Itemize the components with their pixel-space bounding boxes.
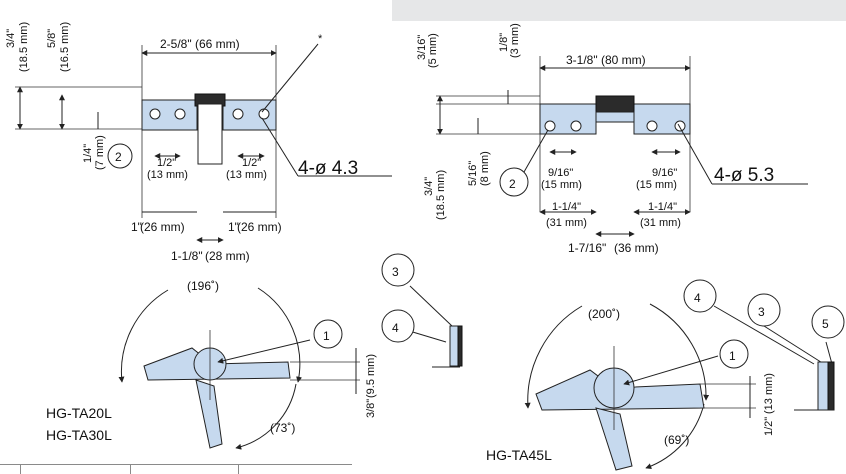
table-divider — [238, 464, 239, 474]
dim-height: 1/2" — [763, 417, 775, 436]
mount-hole — [258, 108, 270, 120]
dim-b: 1/8" — [498, 33, 510, 52]
dim-low-mm: (8 mm) — [479, 151, 491, 186]
hole-spec: 4-ø 5.3 — [714, 165, 774, 186]
dim-total-height-mm: (18.5 mm) — [18, 22, 30, 72]
dim-edge-right-mm: (31 mm) — [640, 217, 681, 229]
callout-1 — [719, 339, 749, 369]
dim-edge-left-mm: (31 mm) — [546, 217, 587, 229]
side-callout-3-label: 3 — [392, 265, 399, 279]
detail-edge — [457, 325, 463, 367]
model-label-a: HG-TA20L — [46, 405, 112, 421]
callout-2 — [499, 167, 529, 197]
mount-hole — [544, 120, 556, 132]
dim-low: 1/4" — [82, 144, 94, 163]
mount-hole — [674, 120, 686, 132]
side-callout-3 — [747, 293, 781, 327]
right-top-view — [436, 56, 808, 237]
mount-hole — [149, 108, 161, 120]
callout-2-label: 2 — [115, 150, 122, 164]
leaf-down — [595, 407, 633, 471]
detail-edge — [827, 361, 835, 411]
dim-edge-left: 1-1/4" — [552, 201, 581, 213]
dim-total-height-mm: (18.5 mm) — [435, 170, 447, 220]
mount-hole — [232, 108, 244, 120]
dim-edge-left: 1" — [131, 220, 142, 234]
hinge-knuckle — [595, 95, 635, 115]
dim-a: 3/16" — [416, 35, 428, 60]
side-callout-3-label: 3 — [758, 305, 765, 319]
angle-down: (73˚) — [270, 421, 295, 435]
left-side-view — [118, 287, 360, 450]
hinge-pin-housing — [595, 111, 635, 123]
dim-height: 3/8" — [365, 399, 377, 418]
dim-hole-spacing-left-mm: (13 mm) — [147, 169, 188, 181]
callout-1 — [313, 319, 343, 349]
right-side-view — [524, 303, 756, 471]
star-note: * — [318, 33, 323, 45]
header-bar — [392, 0, 846, 21]
dim-hole-spacing-right: 1/2" — [242, 157, 261, 169]
hole-spec: 4-ø 4.3 — [298, 158, 358, 179]
callout-2 — [107, 143, 133, 169]
dim-overall-width: 2-5/8" (66 mm) — [160, 37, 240, 51]
hinge-pin-housing — [197, 103, 223, 165]
dim-edge-right-mm: (26 mm) — [237, 220, 282, 234]
dim-edge-right: 1" — [228, 220, 239, 234]
side-callout-5 — [811, 305, 845, 339]
angle-open: (196˚) — [187, 279, 219, 293]
dim-center-gap-mm: (36 mm) — [614, 241, 659, 255]
dim-hole-spacing-right: 9/16" — [652, 167, 677, 179]
dim-center-gap: 1-7/16" — [568, 241, 606, 255]
dim-edge-left-mm: (26 mm) — [140, 220, 185, 234]
table-top-rule — [0, 464, 352, 465]
side-callout-3 — [381, 253, 415, 287]
model-label-b: HG-TA30L — [46, 427, 112, 443]
left-detail-view — [405, 285, 463, 368]
angle-down: (69˚) — [664, 433, 689, 447]
side-callout-4-label: 4 — [694, 291, 701, 305]
table-divider — [130, 464, 131, 474]
model-label: HG-TA45L — [486, 447, 552, 463]
side-callout-5-label: 5 — [822, 317, 829, 331]
dim-total-height: 3/4" — [5, 29, 17, 48]
callout-2-label: 2 — [509, 177, 516, 191]
callout-1-label: 1 — [323, 329, 330, 343]
dim-mid-height-mm: (16.5 mm) — [59, 22, 71, 72]
callout-1-label: 1 — [729, 349, 736, 363]
dim-edge-right: 1-1/4" — [648, 201, 677, 213]
left-top-view — [15, 43, 392, 243]
dim-hole-spacing-left-mm: (15 mm) — [541, 179, 582, 191]
dim-overall-width: 3-1/8" (80 mm) — [566, 53, 646, 67]
side-callout-4-label: 4 — [392, 321, 399, 335]
dim-center-gap-mm: (28 mm) — [205, 249, 250, 263]
dim-a-mm: (5 mm) — [427, 33, 439, 68]
side-callout-4 — [683, 279, 717, 313]
dim-b-mm: (3 mm) — [509, 23, 521, 58]
mount-hole — [646, 120, 658, 132]
dim-hole-spacing-left: 9/16" — [548, 167, 573, 179]
dim-total-height: 3/4" — [423, 177, 435, 196]
mount-hole — [174, 108, 186, 120]
dim-low-mm: (7 mm) — [94, 135, 106, 170]
dim-hole-spacing-right-mm: (13 mm) — [226, 169, 267, 181]
angle-open: (200˚) — [588, 307, 620, 321]
side-callout-4 — [381, 309, 415, 343]
dim-hole-spacing-left: 1/2" — [157, 157, 176, 169]
dim-height-mm: (9.5 mm) — [365, 354, 377, 398]
dim-height-mm: (13 mm) — [763, 373, 775, 414]
mount-hole — [570, 120, 582, 132]
dim-center-gap: 1-1/8" — [171, 249, 203, 263]
right-detail-view — [713, 305, 835, 411]
dim-hole-spacing-right-mm: (15 mm) — [636, 179, 677, 191]
table-divider — [20, 464, 21, 474]
leaf-down — [195, 379, 223, 449]
dim-mid-height: 5/8" — [46, 29, 58, 48]
dim-low: 5/16" — [467, 161, 479, 186]
